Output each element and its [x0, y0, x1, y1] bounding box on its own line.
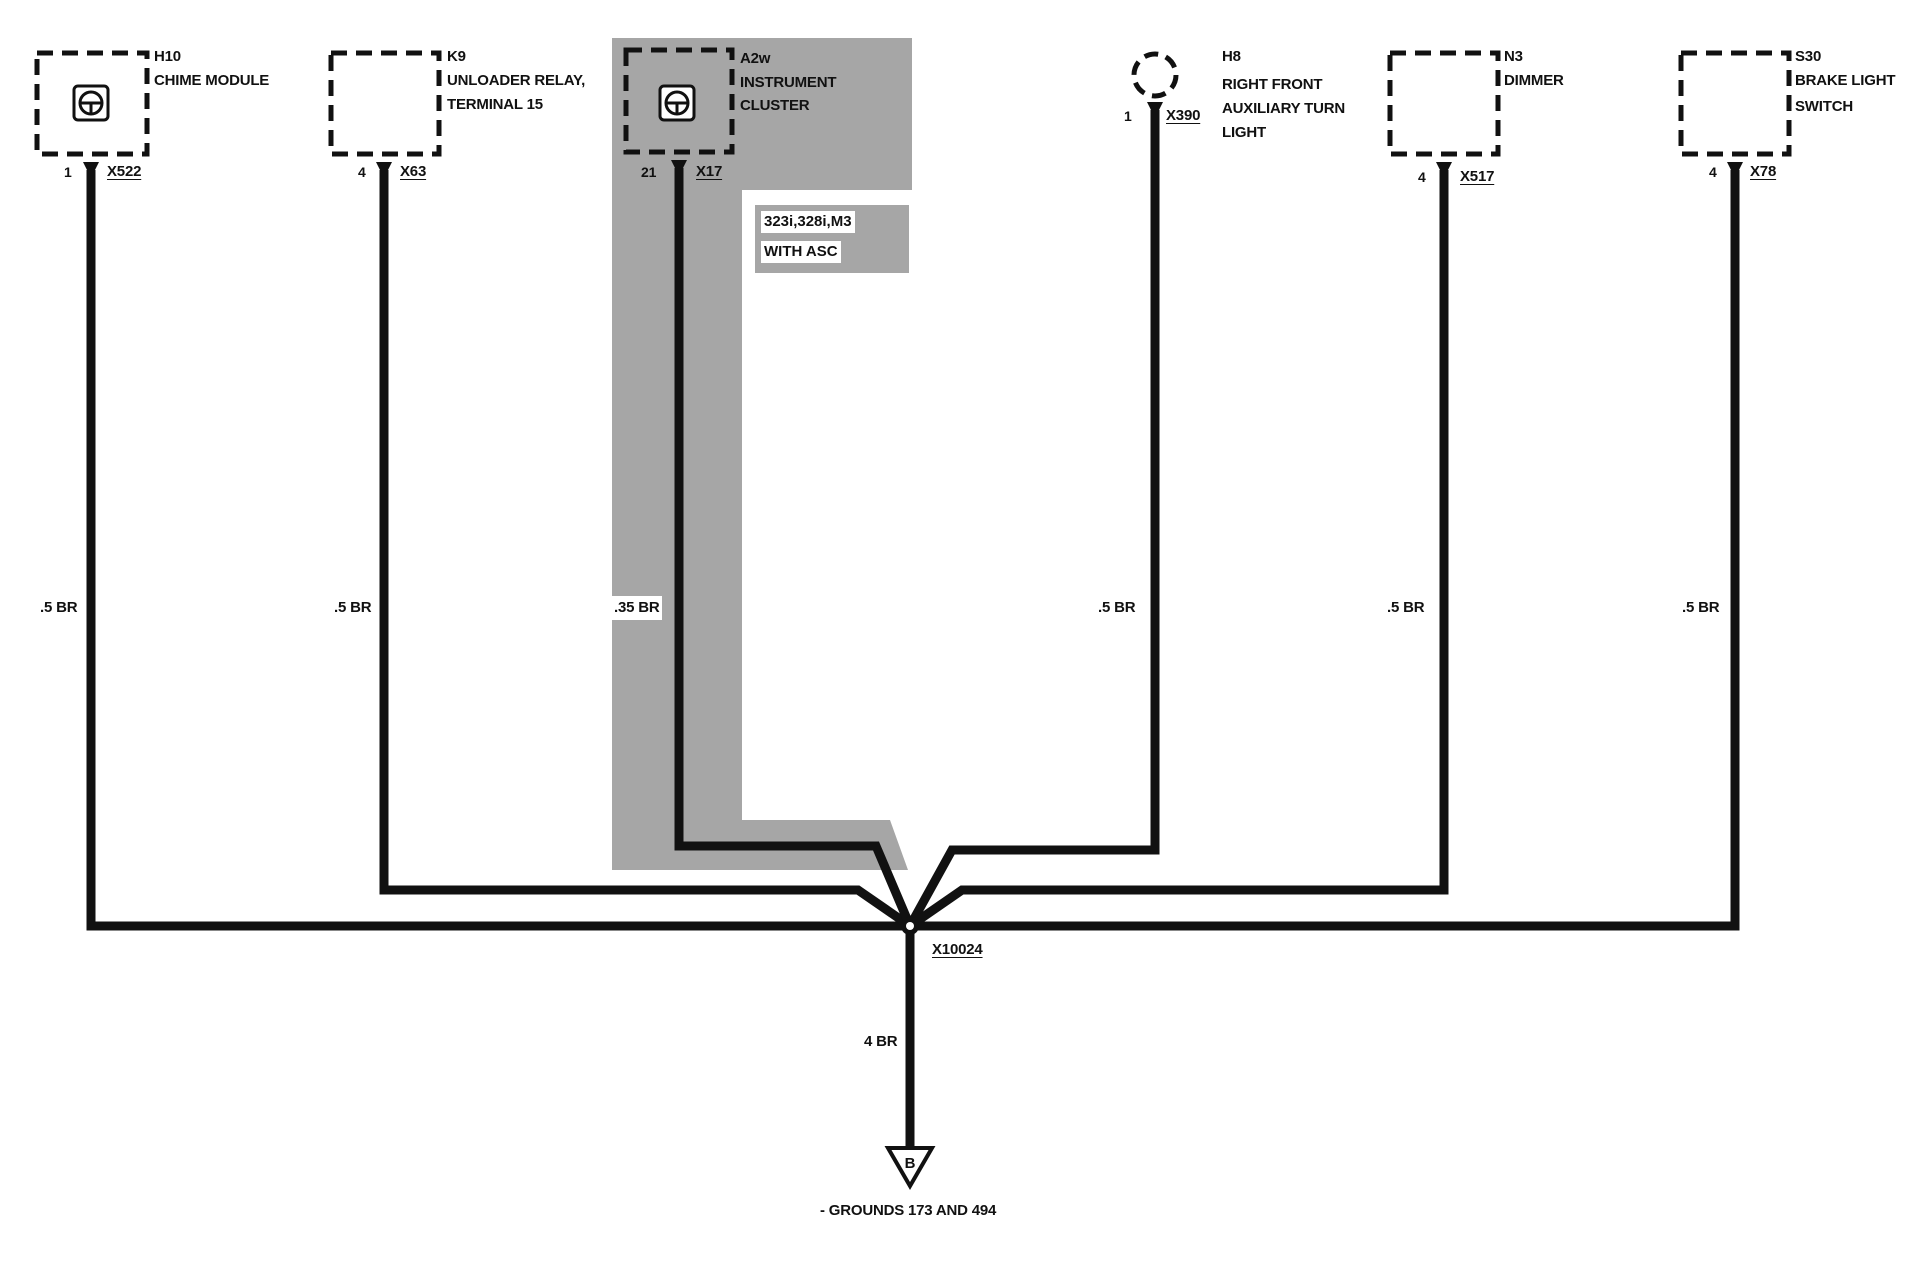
- option-shaded-region: [612, 38, 912, 870]
- h10-box[interactable]: [34, 50, 150, 157]
- h8-connector[interactable]: X390: [1166, 107, 1201, 124]
- a2w-ref: A2w: [740, 50, 771, 67]
- option-note-line-1: 323i,328i,M3: [761, 211, 855, 233]
- k9-name-line-2: TERMINAL 15: [447, 96, 543, 113]
- h8-name-line-3: LIGHT: [1222, 124, 1266, 141]
- a2w-name-line-2: CLUSTER: [740, 97, 810, 114]
- main-wire-label: 4 BR: [862, 1030, 900, 1054]
- steering-wheel-icon: [658, 84, 696, 122]
- h10-name-line-1: CHIME MODULE: [154, 72, 270, 89]
- a2w-pin: 21: [641, 164, 657, 180]
- a2w-connector[interactable]: X17: [696, 163, 723, 180]
- ground-triangle-icon[interactable]: [884, 1146, 936, 1190]
- k9-name-line-1: UNLOADER RELAY,: [447, 72, 586, 89]
- h10-pin: 1: [64, 164, 72, 180]
- n3-box[interactable]: [1387, 50, 1501, 157]
- h10-ref: H10: [154, 48, 181, 65]
- wire-h8[interactable]: [906, 110, 1160, 929]
- k9-connector[interactable]: X63: [400, 163, 427, 180]
- k9-box[interactable]: [328, 50, 442, 157]
- n3-connector[interactable]: X517: [1460, 168, 1495, 185]
- a2w-name-line-1: INSTRUMENT: [740, 74, 837, 91]
- a2w-wire-label: .35 BR: [612, 596, 662, 620]
- s30-name-line-1: BRAKE LIGHT: [1795, 72, 1896, 89]
- option-note: 323i,328i,M3 WITH ASC: [755, 205, 909, 273]
- h10-wire-label: .5 BR: [38, 596, 80, 620]
- steering-wheel-icon: [72, 84, 110, 122]
- n3-pin: 4: [1418, 169, 1426, 185]
- wires: [86, 110, 1740, 1150]
- h8-wire-label: .5 BR: [1096, 596, 1138, 620]
- wire-k9[interactable]: [379, 170, 913, 930]
- wire-s30[interactable]: [910, 170, 1740, 931]
- s30-box[interactable]: [1678, 50, 1792, 157]
- s30-connector[interactable]: X78: [1750, 163, 1777, 180]
- wire-n3[interactable]: [907, 170, 1449, 930]
- ground-label: - GROUNDS 173 AND 494: [820, 1202, 997, 1219]
- option-note-line-2: WITH ASC: [761, 241, 841, 263]
- k9-ref: K9: [447, 48, 466, 65]
- a2w-box[interactable]: [623, 47, 735, 155]
- s30-name-line-2: SWITCH: [1795, 98, 1853, 115]
- s30-ref: S30: [1795, 48, 1822, 65]
- wire-h10[interactable]: [86, 170, 910, 931]
- s30-wire-label: .5 BR: [1680, 596, 1722, 620]
- splice-connector[interactable]: X10024: [932, 941, 983, 958]
- splice-dot-center: [906, 922, 914, 930]
- h10-connector[interactable]: X522: [107, 163, 142, 180]
- bulb-icon[interactable]: [1131, 51, 1179, 99]
- ground-ref: B: [905, 1155, 916, 1172]
- h8-pin: 1: [1124, 108, 1132, 124]
- k9-pin: 4: [358, 164, 366, 180]
- k9-wire-label: .5 BR: [332, 596, 374, 620]
- n3-name-line-1: DIMMER: [1504, 72, 1564, 89]
- n3-ref: N3: [1504, 48, 1523, 65]
- s30-pin: 4: [1709, 164, 1717, 180]
- n3-wire-label: .5 BR: [1385, 596, 1427, 620]
- h8-name-line-2: AUXILIARY TURN: [1222, 100, 1346, 117]
- h8-name-line-1: RIGHT FRONT: [1222, 76, 1323, 93]
- h8-ref: H8: [1222, 48, 1241, 65]
- wire-a2w[interactable]: [674, 168, 915, 928]
